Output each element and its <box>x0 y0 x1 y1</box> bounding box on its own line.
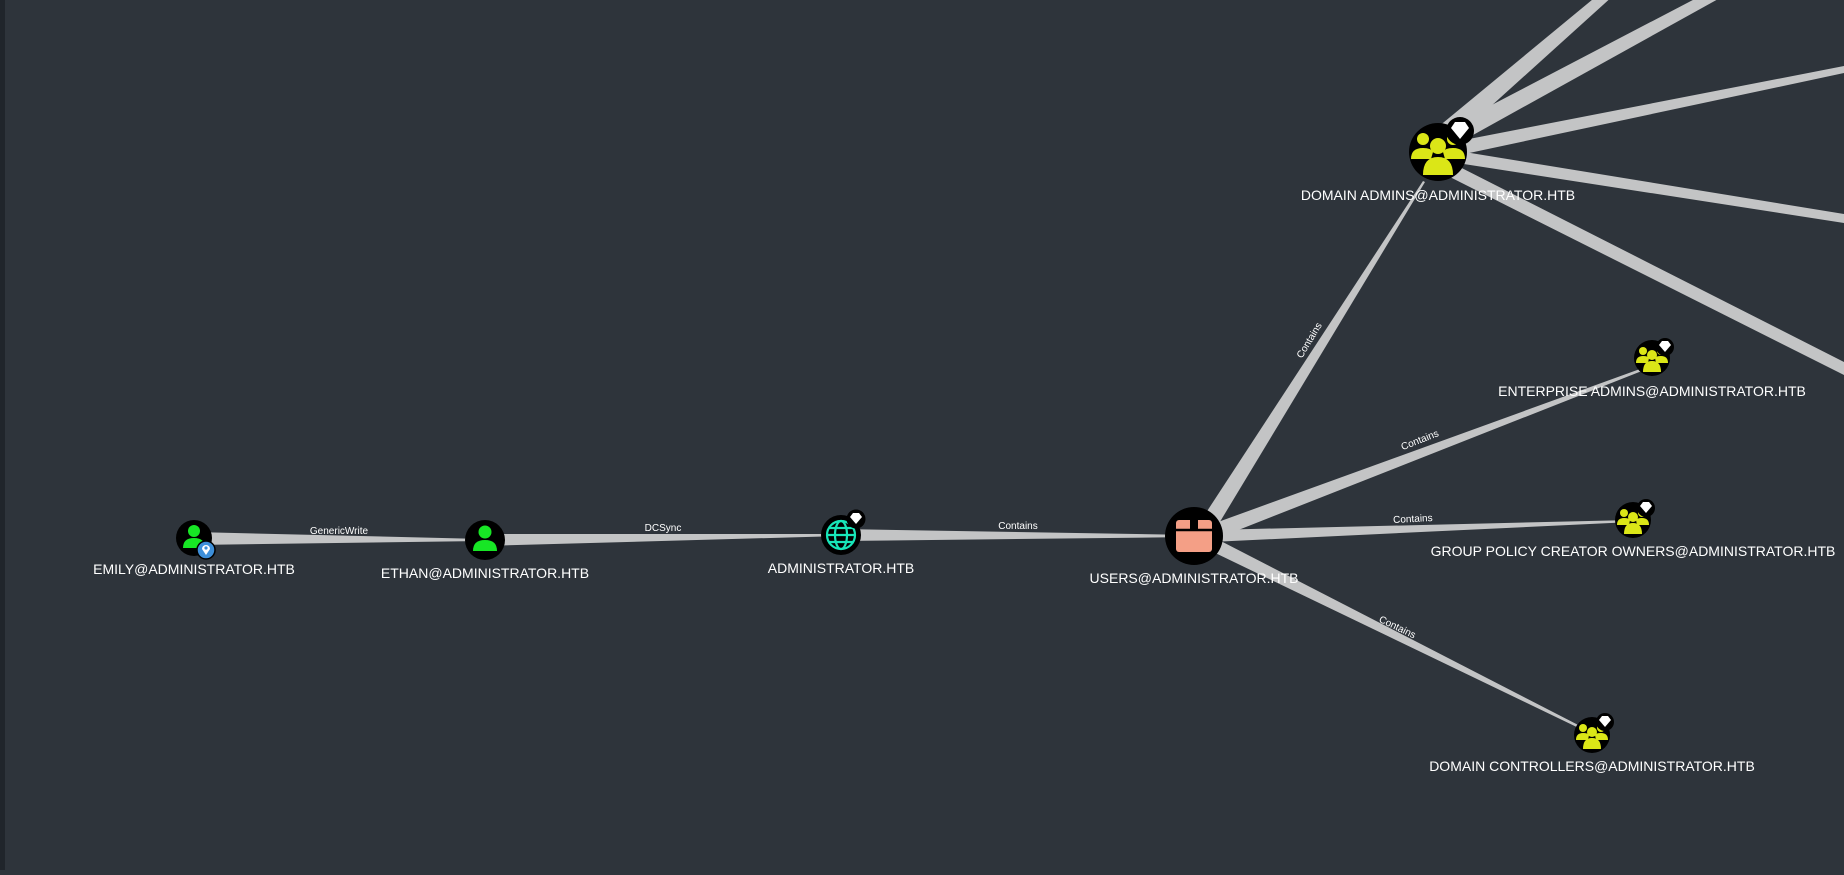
node-gpco[interactable]: GROUP POLICY CREATOR OWNERS@ADMINISTRATO… <box>1431 499 1836 559</box>
node-label-domain: ADMINISTRATOR.HTB <box>768 560 915 576</box>
box-icon <box>1176 520 1212 552</box>
gem-icon <box>1446 117 1474 145</box>
node-domain[interactable]: ADMINISTRATOR.HTB <box>768 509 915 577</box>
edge-label-layer: GenericWrite DCSync Contains Contains Co… <box>310 321 1441 641</box>
group-icon <box>1617 509 1649 534</box>
gem-icon <box>1637 499 1655 517</box>
edge-users-dcs[interactable] <box>1207 537 1586 731</box>
edge-layer <box>194 0 1844 731</box>
edge-emily-ethan[interactable] <box>194 532 483 545</box>
gem-icon <box>1656 338 1674 356</box>
edge-label-contains-users-gpco: Contains <box>1393 513 1433 526</box>
globe-icon <box>825 519 857 551</box>
node-domain-admins[interactable]: DOMAIN ADMINS@ADMINISTRATOR.HTB <box>1301 117 1575 203</box>
edge-domainadmins-offscreen-3[interactable] <box>1438 66 1844 159</box>
node-label-emily: EMILY@ADMINISTRATOR.HTB <box>93 561 295 577</box>
node-label-domain-controllers: DOMAIN CONTROLLERS@ADMINISTRATOR.HTB <box>1429 758 1755 774</box>
node-ethan[interactable]: ETHAN@ADMINISTRATOR.HTB <box>381 520 589 581</box>
group-icon <box>1636 347 1668 372</box>
gem-icon <box>1596 713 1614 731</box>
edge-users-gpco[interactable] <box>1210 520 1632 542</box>
node-users[interactable]: USERS@ADMINISTRATOR.HTB <box>1090 507 1299 586</box>
edge-label-dcsync: DCSync <box>645 523 682 534</box>
canvas-left-border <box>0 0 5 870</box>
node-enterprise-admins[interactable]: ENTERPRISE ADMINS@ADMINISTRATOR.HTB <box>1498 338 1806 399</box>
edge-users-enterprise[interactable] <box>1207 365 1652 540</box>
location-pin-icon <box>196 540 216 560</box>
edge-label-genericwrite: GenericWrite <box>310 526 369 537</box>
gem-icon <box>846 509 866 529</box>
node-label-enterprise-admins: ENTERPRISE ADMINS@ADMINISTRATOR.HTB <box>1498 383 1806 399</box>
node-label-gpco: GROUP POLICY CREATOR OWNERS@ADMINISTRATO… <box>1431 543 1836 559</box>
node-label-domain-admins: DOMAIN ADMINS@ADMINISTRATOR.HTB <box>1301 187 1575 203</box>
edge-domainadmins-offscreen-2[interactable] <box>1436 0 1720 150</box>
node-domain-controllers[interactable]: DOMAIN CONTROLLERS@ADMINISTRATOR.HTB <box>1429 713 1755 774</box>
edge-users-domainadmins[interactable] <box>1198 181 1425 535</box>
edge-label-contains-domain-users: Contains <box>998 521 1037 532</box>
user-icon <box>473 525 497 551</box>
edge-ethan-domain[interactable] <box>483 534 841 546</box>
node-label-ethan: ETHAN@ADMINISTRATOR.HTB <box>381 565 589 581</box>
edge-domain-users[interactable] <box>841 529 1194 541</box>
edge-domainadmins-offscreen-5[interactable] <box>1434 157 1844 375</box>
edge-domainadmins-offscreen-4[interactable] <box>1438 148 1844 223</box>
node-emily[interactable]: EMILY@ADMINISTRATOR.HTB <box>93 520 295 577</box>
edge-domainadmins-offscreen-1[interactable] <box>1432 0 1614 145</box>
node-label-users: USERS@ADMINISTRATOR.HTB <box>1090 570 1299 586</box>
